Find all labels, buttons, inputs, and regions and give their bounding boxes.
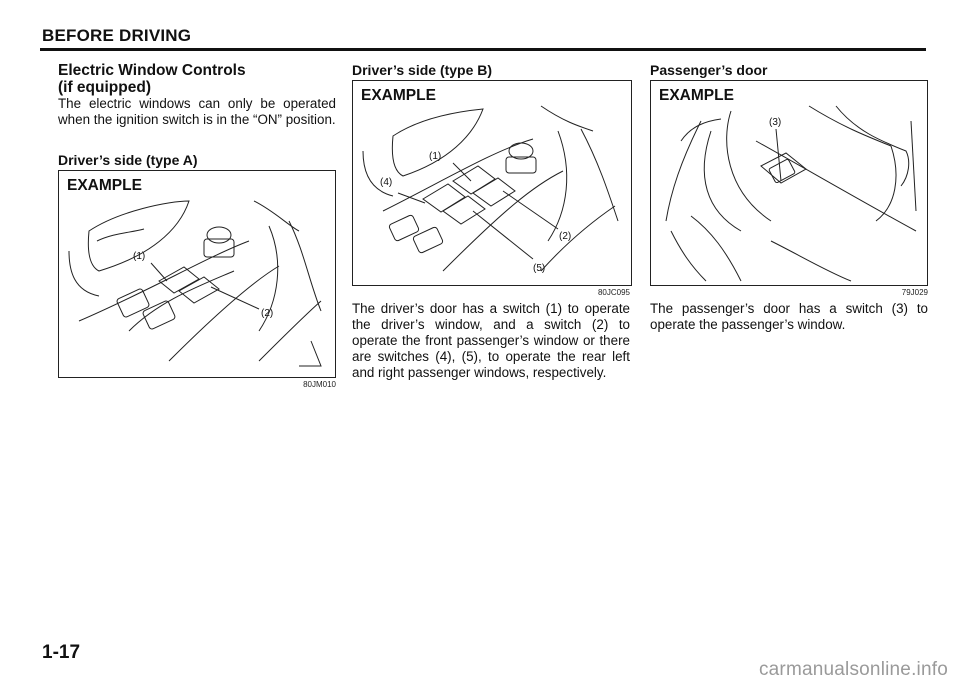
header-rule — [40, 48, 926, 51]
section-title: Electric Window Controls — [58, 62, 246, 79]
door-switch-illustration: (3) — [665, 105, 917, 282]
section-title-qualifier: (if equipped) — [58, 79, 151, 96]
figure-code: 80JM010 — [303, 380, 336, 389]
example-label: EXAMPLE — [67, 177, 142, 194]
door-switch-illustration: (1) (4) (2) (5) — [362, 105, 619, 274]
subtitle-driver-type-b: Driver’s side (type B) — [352, 62, 493, 78]
intro-paragraph: The electric windows can only be operate… — [58, 96, 336, 127]
figure-code: 80JC095 — [597, 288, 630, 297]
callout-2: (2) — [261, 308, 273, 319]
example-label: EXAMPLE — [659, 87, 734, 104]
subtitle-driver-type-a: Driver’s side (type A) — [58, 152, 198, 168]
passenger-door-paragraph: The passenger’s door has a switch (3) to… — [650, 301, 928, 332]
column-middle: Driver’s side (type B) EXAMPLE — [352, 62, 632, 381]
subtitle-passenger-door: Passenger’s door — [650, 62, 768, 78]
callout-5: (5) — [533, 263, 545, 274]
figure-driver-type-a: EXAMPLE — [58, 170, 336, 378]
figure-passenger-door: EXAMPLE (3) — [650, 80, 928, 286]
callout-1: (1) — [429, 151, 441, 162]
figure-code: 79J029 — [901, 288, 928, 297]
door-switch-illustration: (1) (2) — [68, 200, 322, 367]
callout-1: (1) — [133, 251, 145, 262]
figure-driver-type-b: EXAMPLE — [352, 80, 632, 286]
example-label: EXAMPLE — [361, 87, 436, 104]
section-header: BEFORE DRIVING — [42, 26, 192, 45]
column-left: Electric Window Controls (if equipped) T… — [58, 62, 336, 389]
callout-4: (4) — [380, 177, 392, 188]
column-right: Passenger’s door EXAMPLE (3) — [650, 62, 928, 333]
callout-2: (2) — [559, 231, 571, 242]
callout-3: (3) — [769, 117, 781, 128]
driver-door-paragraph: The driver’s door has a switch (1) to op… — [352, 301, 630, 380]
watermark: carmanualsonline.info — [758, 659, 948, 680]
page-number: 1-17 — [42, 642, 81, 663]
